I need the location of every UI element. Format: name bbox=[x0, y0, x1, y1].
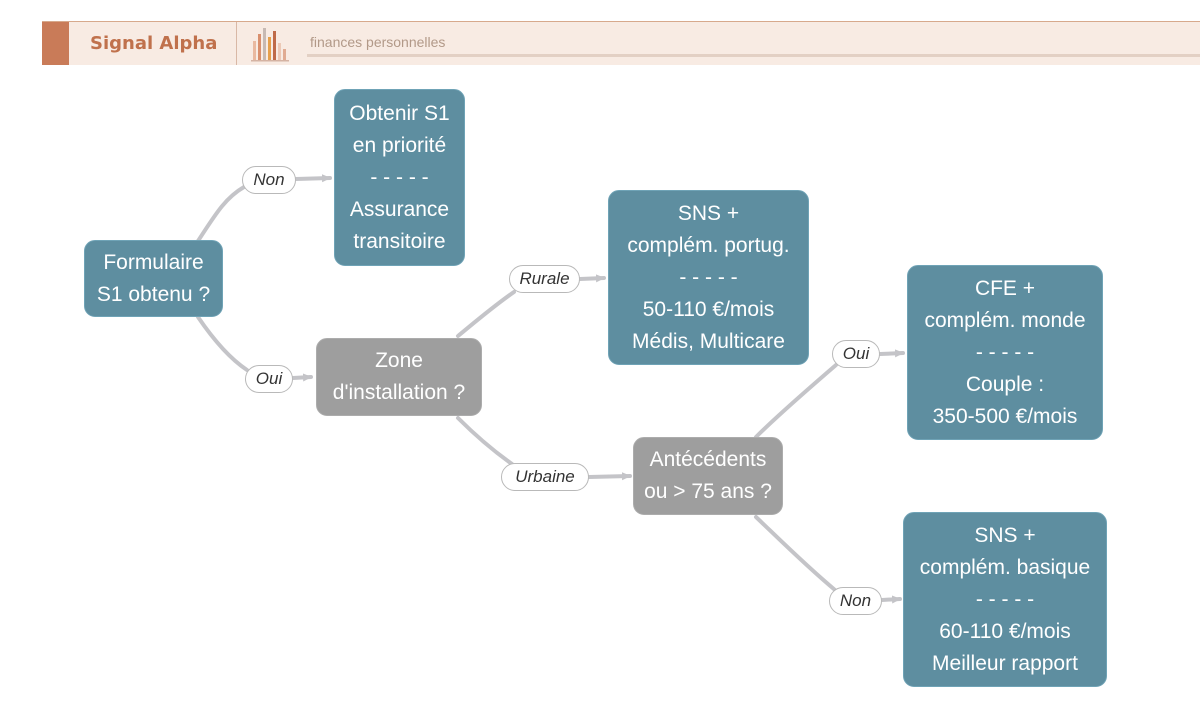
node-separator: - - - - - bbox=[370, 165, 429, 189]
edge-label-form-oui: Oui bbox=[245, 365, 293, 393]
edge-form-to-zone-tip bbox=[291, 373, 313, 382]
node-cfe-monde[interactable]: CFE + complém. monde - - - - - Couple : … bbox=[907, 265, 1103, 440]
node-line: SNS + bbox=[677, 201, 740, 225]
header-rule bbox=[307, 54, 1200, 57]
node-zone[interactable]: Zone d'installation ? bbox=[316, 338, 482, 416]
header-tagline: finances personnelles bbox=[310, 34, 446, 50]
node-line: Couple : bbox=[965, 372, 1045, 396]
node-line: complém. basique bbox=[919, 555, 1091, 579]
edge-label-form-non: Non bbox=[242, 166, 296, 194]
node-line: 60-110 €/mois bbox=[939, 619, 1071, 643]
edge-ant-to-sns-basique bbox=[754, 515, 837, 592]
node-sns-portug[interactable]: SNS + complém. portug. - - - - - 50-110 … bbox=[608, 190, 809, 365]
node-line: CFE + bbox=[974, 276, 1036, 300]
node-line: SNS + bbox=[974, 523, 1036, 547]
app-header: Signal Alpha finances personnelles bbox=[42, 21, 1200, 65]
edge-ant-to-cfe-tip bbox=[878, 349, 905, 358]
brand-name[interactable]: Signal Alpha bbox=[90, 33, 218, 54]
node-line: d'installation ? bbox=[332, 381, 466, 404]
node-line: Antécédents bbox=[649, 448, 767, 471]
header-divider bbox=[236, 22, 237, 65]
edge-zone-to-antecedents-tip bbox=[587, 472, 632, 481]
node-line: 50-110 €/mois bbox=[642, 297, 775, 321]
node-line: Zone bbox=[375, 349, 423, 372]
node-line: complém. monde bbox=[924, 308, 1086, 332]
node-line: Assurance bbox=[349, 197, 450, 221]
edge-form-to-get-s1 bbox=[196, 185, 246, 243]
edge-ant-to-sns-basique-tip bbox=[880, 595, 902, 604]
node-line: 350-500 €/mois bbox=[932, 404, 1078, 428]
edge-zone-to-sns-portug bbox=[456, 290, 516, 338]
node-line: Obtenir S1 bbox=[349, 101, 450, 125]
edge-zone-to-sns-portug-tip bbox=[578, 274, 606, 283]
edge-label-ant-non: Non bbox=[829, 587, 882, 615]
node-antecedents[interactable]: Antécédents ou > 75 ans ? bbox=[633, 437, 783, 515]
edge-label-zone-urbaine: Urbaine bbox=[501, 463, 589, 491]
edge-label-ant-oui: Oui bbox=[832, 340, 880, 368]
node-form-s1[interactable]: Formulaire S1 obtenu ? bbox=[84, 240, 223, 317]
node-line: transitoire bbox=[353, 229, 446, 253]
edge-label-zone-rurale: Rurale bbox=[509, 265, 580, 293]
edge-zone-to-antecedents bbox=[456, 416, 514, 466]
node-line: Meilleur rapport bbox=[932, 651, 1078, 675]
node-separator: - - - - - bbox=[975, 340, 1035, 364]
edge-form-to-zone bbox=[196, 315, 249, 372]
node-line: en priorité bbox=[352, 133, 447, 157]
bar-chart-logo-icon bbox=[251, 28, 289, 62]
node-sns-basique[interactable]: SNS + complém. basique - - - - - 60-110 … bbox=[903, 512, 1107, 687]
header-accent-block bbox=[42, 22, 69, 65]
node-separator: - - - - - bbox=[679, 265, 738, 289]
node-separator: - - - - - bbox=[975, 587, 1035, 611]
node-line: Médis, Multicare bbox=[632, 329, 785, 353]
node-get-s1[interactable]: Obtenir S1 en priorité - - - - - Assuran… bbox=[334, 89, 465, 266]
edge-ant-to-cfe bbox=[754, 363, 838, 439]
node-line: Formulaire bbox=[103, 250, 204, 274]
node-line: complém. portug. bbox=[627, 233, 790, 257]
node-line: ou > 75 ans ? bbox=[644, 480, 772, 503]
node-line: S1 obtenu ? bbox=[96, 282, 211, 306]
edge-form-to-get-s1-tip bbox=[294, 174, 332, 183]
